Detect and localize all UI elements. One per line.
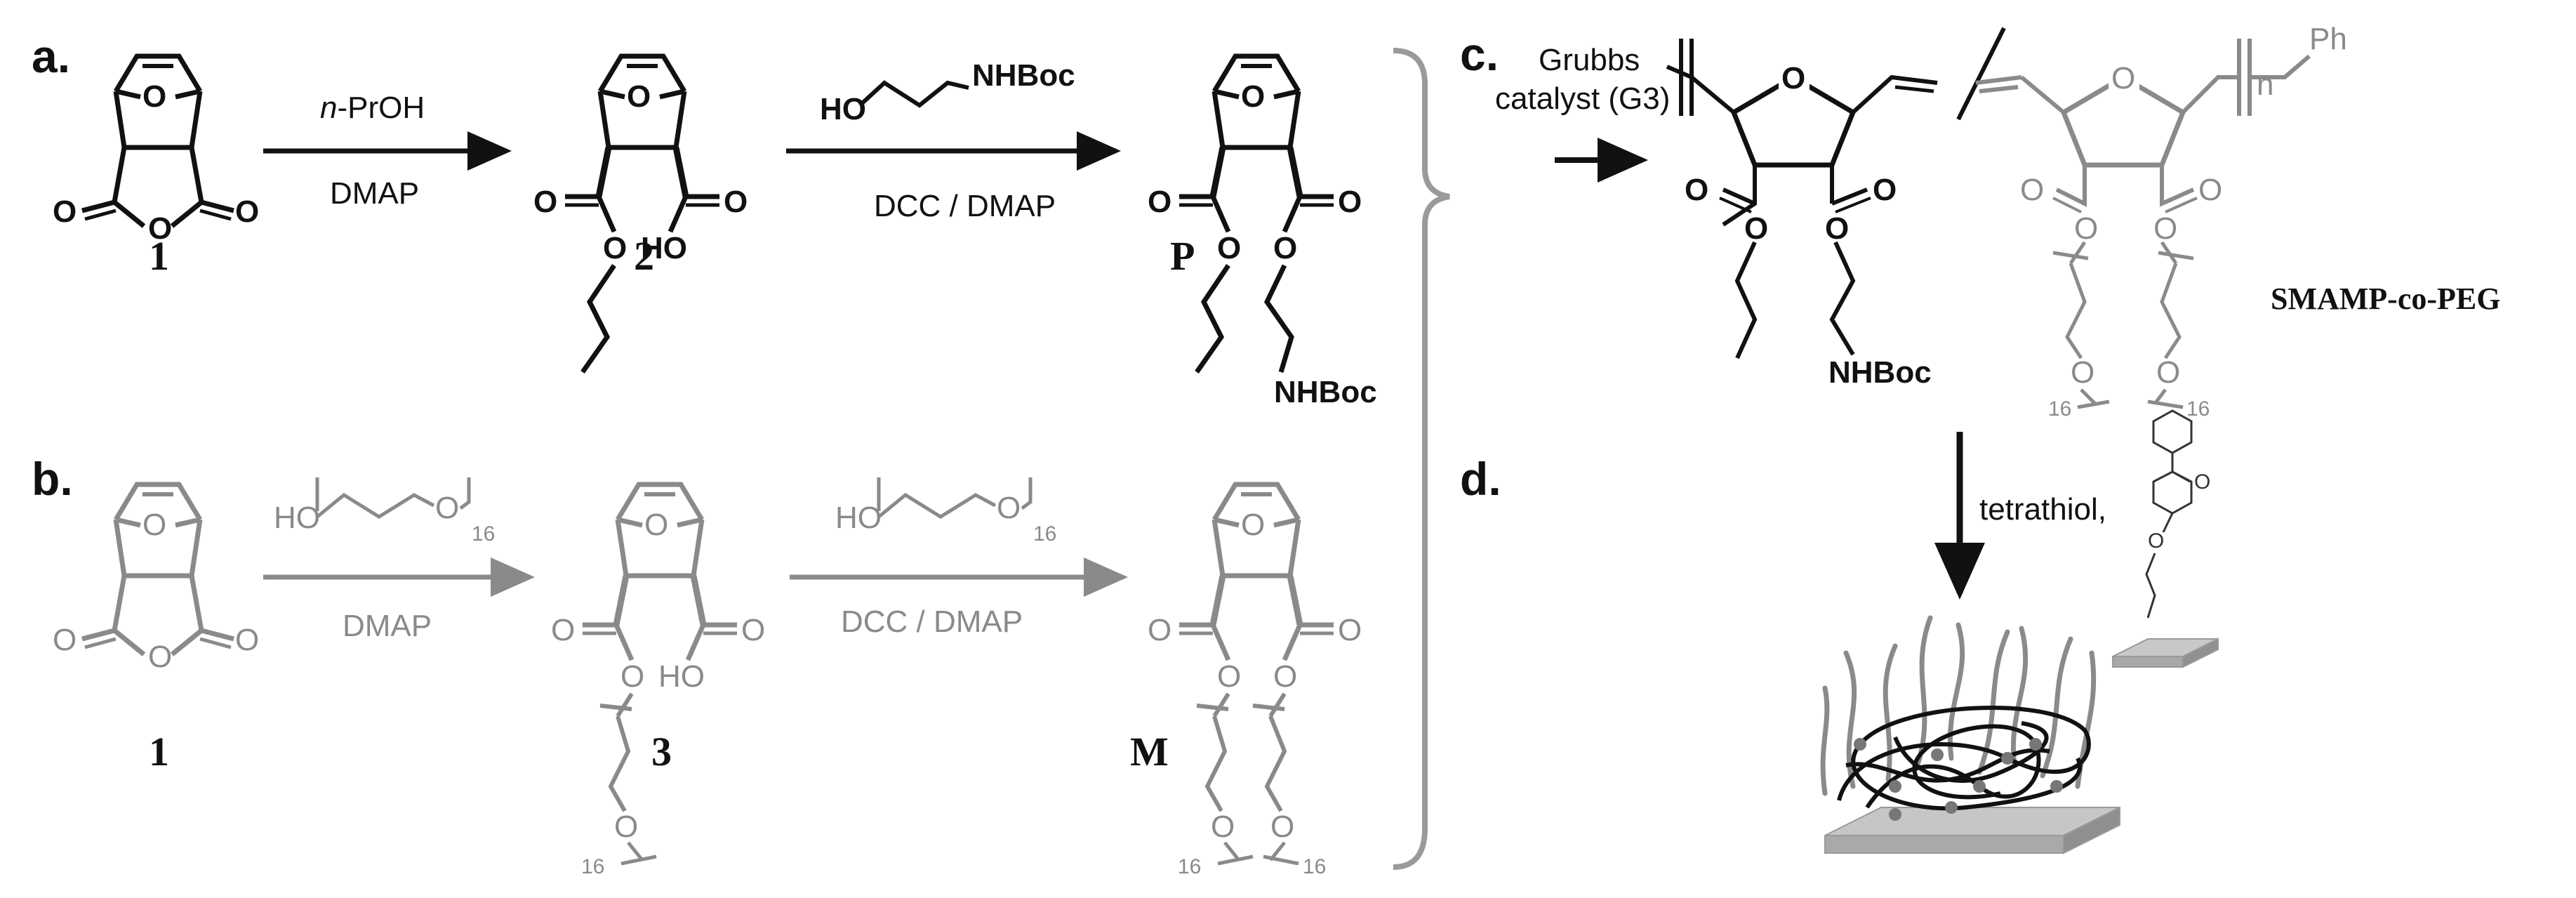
svg-text:NHBoc: NHBoc (972, 58, 1075, 93)
reagent-a1-bottom: DMAP (330, 176, 419, 211)
panel-label-a: a. (32, 30, 70, 82)
svg-text:O: O (614, 810, 638, 844)
svg-text:16: 16 (1178, 855, 1201, 878)
compound-label-3: 3 (651, 729, 672, 774)
brace (1393, 48, 1450, 870)
svg-text:O: O (1241, 79, 1265, 114)
reagent-a2-bottom: DCC / DMAP (874, 189, 1056, 223)
svg-text:Ph: Ph (2309, 22, 2347, 56)
svg-text:O: O (603, 231, 627, 265)
compound-label-M: M (1130, 729, 1169, 774)
svg-text:O: O (53, 194, 77, 229)
compound-label-1-bottom: 1 (149, 729, 169, 774)
svg-text:O: O (2148, 529, 2164, 553)
svg-text:HO: HO (274, 501, 320, 535)
reagent-b2-peg: HO O 16 (835, 477, 1056, 546)
benzophenone-linker: O O (2145, 409, 2210, 619)
svg-text:O: O (1217, 231, 1241, 265)
svg-text:O: O (235, 623, 259, 657)
svg-text:O: O (1338, 185, 1362, 219)
svg-text:O: O (235, 194, 259, 229)
svg-text:O: O (1273, 231, 1297, 265)
row-b: O O O O 1 HO O 16 DMAP O (53, 477, 1362, 878)
svg-text:O: O (644, 508, 668, 542)
svg-text:O: O (435, 491, 459, 525)
svg-text:16: 16 (2186, 397, 2210, 421)
compound-label-P: P (1170, 233, 1195, 279)
svg-text:O: O (741, 613, 765, 647)
svg-text:NHBoc: NHBoc (1274, 375, 1377, 409)
svg-text:16: 16 (1033, 522, 1056, 546)
product-label: SMAMP-co-PEG (2271, 282, 2500, 316)
compound-2: O O O O HO (533, 56, 748, 374)
svg-text:O: O (2020, 173, 2044, 207)
svg-text:O: O (2111, 61, 2135, 95)
compound-3: O O O O 16 O HO (551, 484, 765, 878)
svg-text:O: O (1873, 173, 1897, 207)
compound-label-1-top: 1 (149, 233, 169, 279)
polymer-black-segment: O O O O O NHBoc (1666, 27, 2006, 390)
svg-text:O: O (1217, 659, 1241, 694)
reagent-c-line2: catalyst (G3) (1495, 81, 1670, 116)
svg-text:O: O (148, 211, 172, 246)
svg-text:O: O (533, 185, 557, 219)
svg-text:O: O (1781, 61, 1805, 95)
svg-text:O: O (1241, 508, 1265, 542)
reagent-a1-top: n-PrOH (320, 91, 425, 125)
svg-text:O: O (1338, 613, 1362, 647)
svg-text:O: O (142, 79, 166, 114)
svg-text:O: O (1270, 810, 1294, 844)
reagent-b1-bottom: DMAP (343, 609, 432, 643)
panel-label-c: c. (1460, 28, 1499, 80)
svg-text:HO: HO (658, 659, 705, 694)
reagent-b1-peg: HO O 16 (274, 477, 495, 546)
svg-text:O: O (1685, 173, 1708, 207)
compound-1-top: O O O O (53, 56, 259, 246)
svg-text:HO: HO (641, 231, 687, 265)
linker-surface (2112, 638, 2219, 668)
svg-text:O: O (1148, 613, 1171, 647)
compound-label-2: 2 (634, 233, 654, 279)
polymer-network-surface (1820, 615, 2120, 854)
panel-label-b: b. (32, 453, 73, 505)
svg-text:O: O (142, 508, 166, 542)
polymer-grey-segment: O Ph n O O O 16 O O O 16 (1975, 22, 2347, 421)
svg-text:O: O (2071, 355, 2094, 390)
svg-text:16: 16 (1303, 855, 1326, 878)
svg-text:O: O (2074, 211, 2098, 246)
svg-text:O: O (627, 79, 651, 114)
svg-text:O: O (1273, 659, 1297, 694)
svg-text:16: 16 (2048, 397, 2071, 421)
svg-text:HO: HO (820, 92, 866, 126)
svg-text:O: O (551, 613, 575, 647)
compound-M: O O O O 16 O O O 16 (1148, 484, 1362, 878)
svg-text:O: O (148, 640, 172, 674)
svg-text:O: O (620, 659, 644, 694)
svg-text:O: O (2156, 355, 2180, 390)
svg-text:O: O (2194, 470, 2210, 494)
reagent-b2-bottom: DCC / DMAP (841, 605, 1023, 639)
reagent-c-line1: Grubbs (1539, 43, 1640, 77)
svg-text:16: 16 (472, 522, 495, 546)
svg-text:16: 16 (581, 855, 604, 878)
svg-text:O: O (2153, 211, 2177, 246)
svg-text:O: O (1148, 185, 1171, 219)
reagent-d: tetrathiol, (1979, 492, 2106, 527)
svg-text:O: O (53, 623, 77, 657)
row-a: O O O O 1 n-PrOH DMAP O O O (53, 56, 1377, 409)
svg-text:O: O (724, 185, 748, 219)
compound-P: O O O O O NHBoc (1148, 56, 1377, 409)
svg-text:O: O (1744, 211, 1768, 246)
svg-text:NHBoc: NHBoc (1828, 355, 1932, 390)
panel-label-d: d. (1460, 453, 1501, 505)
svg-text:O: O (1211, 810, 1235, 844)
svg-text:HO: HO (835, 501, 882, 535)
svg-text:O: O (1825, 211, 1849, 246)
svg-text:n: n (2257, 67, 2273, 102)
svg-text:O: O (997, 491, 1021, 525)
compound-1-bottom: O O O O (53, 484, 259, 674)
svg-text:O: O (2198, 173, 2222, 207)
reagent-a2-structure: HO NHBoc (820, 58, 1075, 126)
